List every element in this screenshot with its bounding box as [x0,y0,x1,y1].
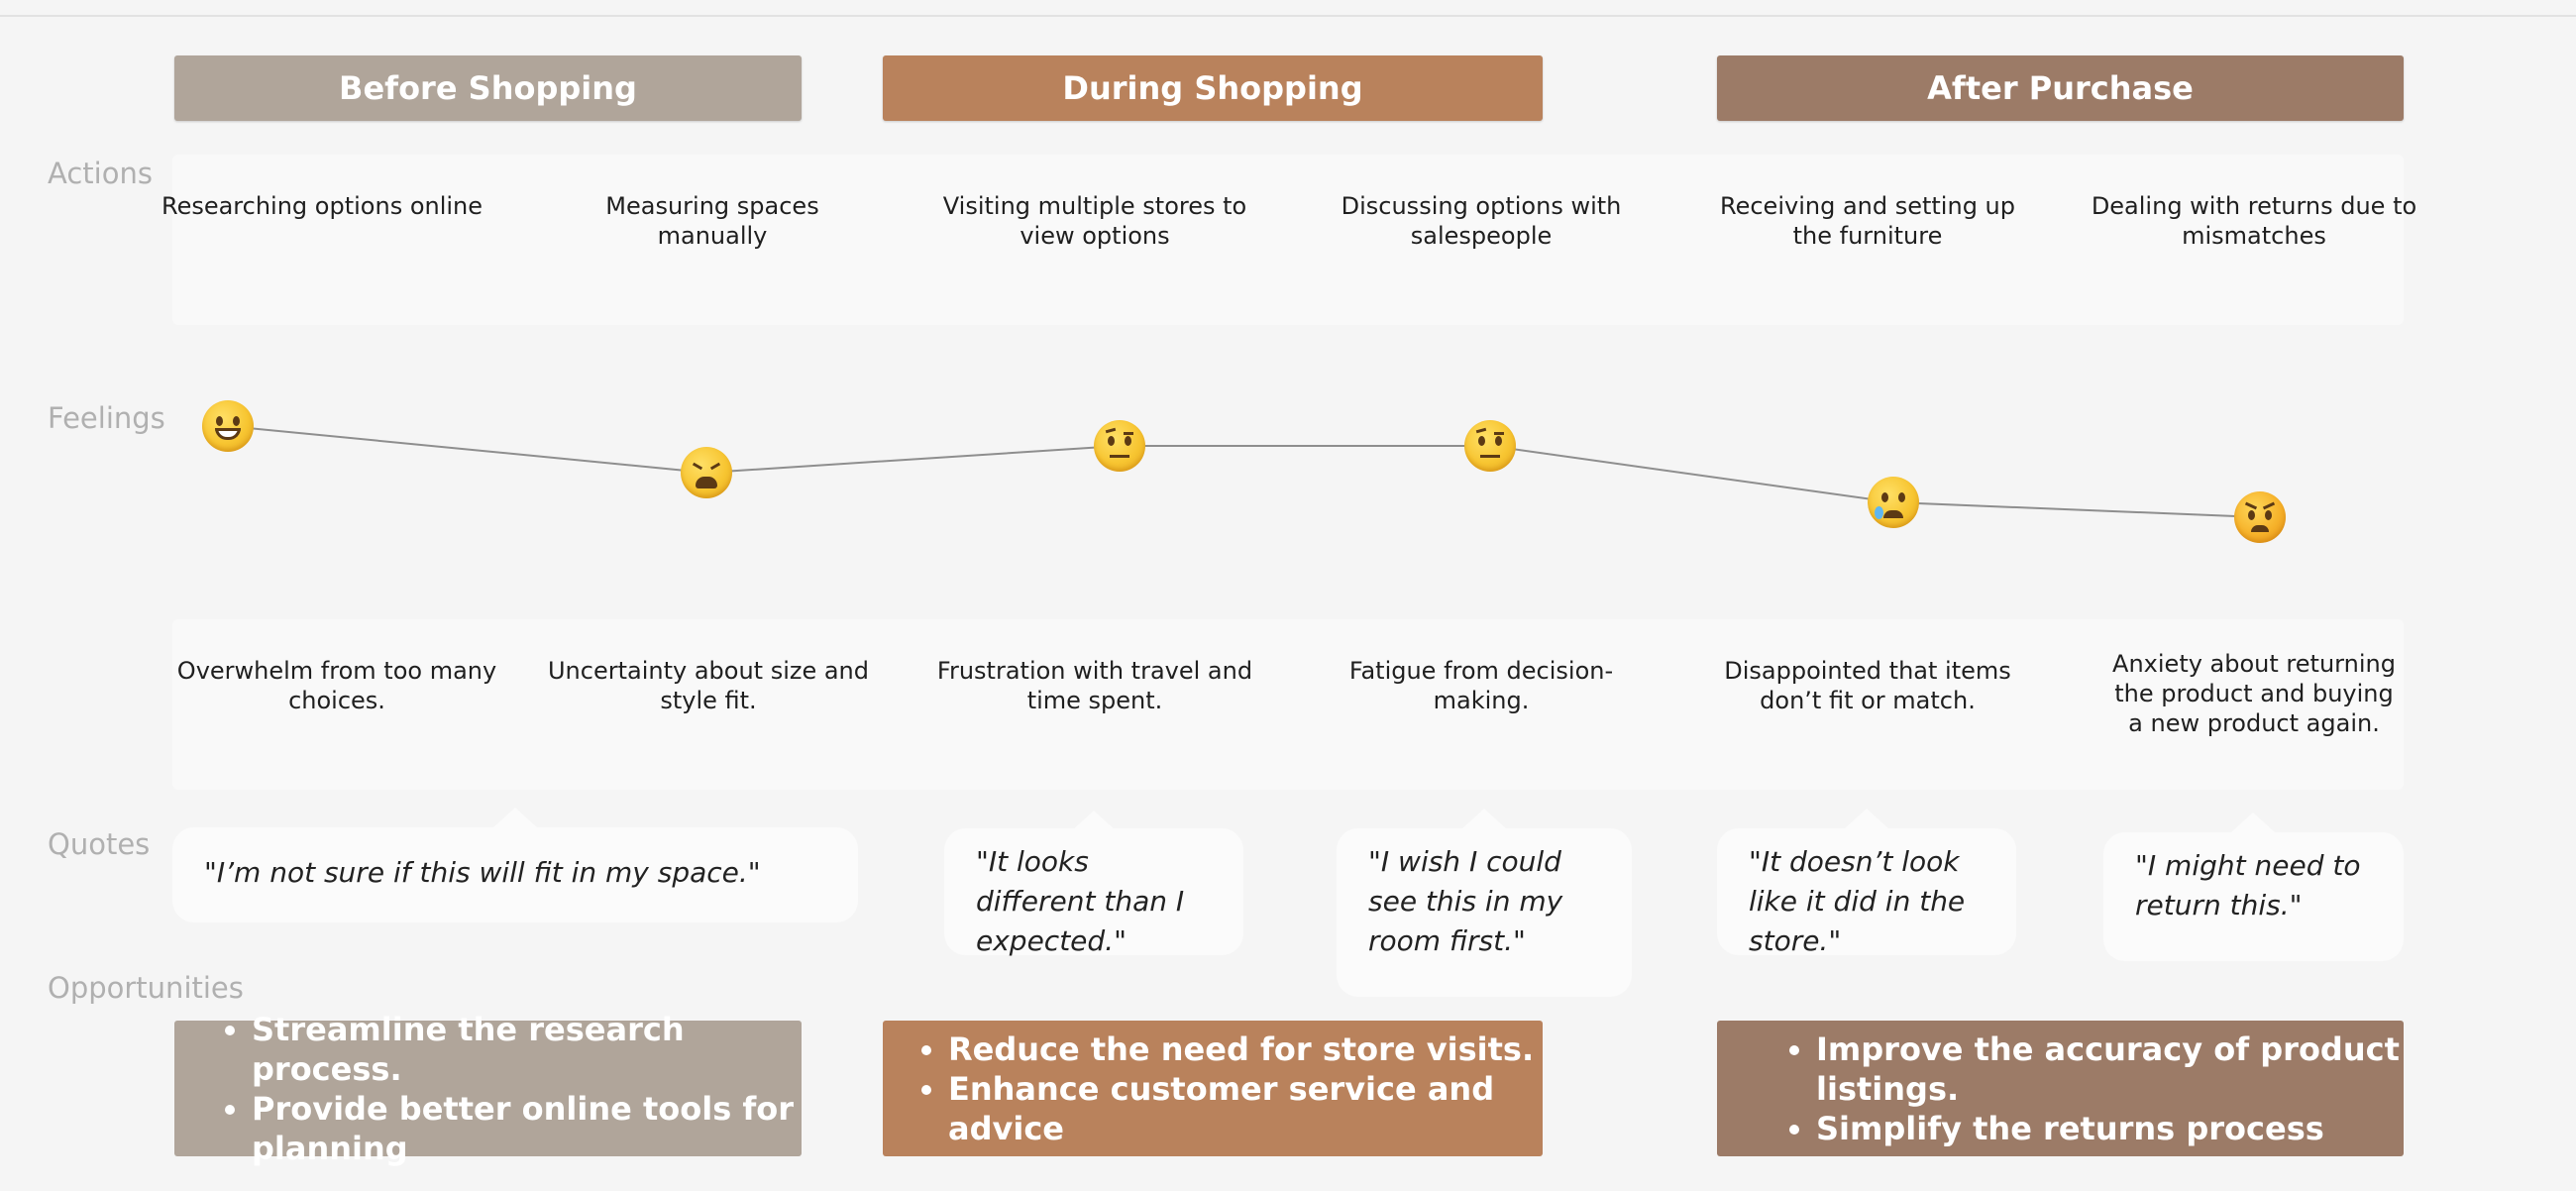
top-divider [0,15,2576,17]
quote-bubble: "I’m not sure if this will fit in my spa… [172,827,858,922]
quote-text: "I might need to return this." [2135,849,2361,921]
action-item: Visiting multiple stores to view options [942,192,1247,250]
face-with-raised-eyebrow-icon [1464,420,1516,472]
opportunity-box-before-shopping: Streamline the research process. Provide… [174,1011,802,1167]
feeling-item: Frustration with travel and time spent. [936,657,1253,714]
feelings-panel [172,619,2404,790]
quote-text: "It looks different than I expected." [976,845,1185,957]
angry-face-icon [2234,491,2286,543]
row-label-opportunities: Opportunities [48,971,244,1005]
opportunity-list: Streamline the research process. Provide… [174,1010,802,1168]
feeling-item: Overwhelm from too many choices. [176,657,497,714]
grinning-face-icon [202,400,254,452]
action-item: Discussing options with salespeople [1341,192,1622,250]
feeling-item: Uncertainty about size and style fit. [547,657,870,714]
opportunity-list: Improve the accuracy of product listings… [1717,1029,2404,1148]
opportunity-item: Enhance customer service and advice [948,1069,1543,1148]
opportunity-item: Streamline the research process. [252,1010,802,1089]
opportunity-item: Simplify the returns process [1816,1109,2404,1148]
quote-bubble: "It doesn’t look like it did in the stor… [1717,828,2016,957]
quote-bubble-tail [1845,809,1888,828]
face-with-raised-eyebrow-icon [1094,420,1145,472]
feeling-item: Fatigue from decision-making. [1348,657,1614,714]
quote-bubble-tail [2231,812,2275,832]
opportunity-item: Improve the accuracy of product listings… [1816,1029,2404,1109]
opportunity-item: Provide better online tools for planning [252,1089,802,1168]
opportunity-box-during-shopping: Reduce the need for store visits. Enhanc… [883,1021,1543,1156]
quote-text: "I’m not sure if this will fit in my spa… [204,856,761,889]
row-label-actions: Actions [48,157,153,190]
stage-during-shopping: During Shopping [883,55,1543,121]
tired-face-icon [681,447,732,498]
quote-bubble-tail [1072,811,1116,830]
stage-after-purchase: After Purchase [1717,55,2404,121]
actions-panel [172,155,2404,325]
quote-text: "I wish I could see this in my room firs… [1368,845,1563,957]
action-item: Researching options online [161,192,483,220]
action-item: Receiving and setting up the furniture [1720,192,2015,250]
quote-bubble-tail [493,808,537,827]
quote-bubble-tail [1462,809,1506,828]
feeling-item: Disappointed that items don’t fit or mat… [1724,657,2011,714]
quote-bubble: "It looks different than I expected." [944,828,1243,957]
row-label-feelings: Feelings [48,401,165,435]
action-item: Dealing with returns due to mismatches [2091,192,2417,250]
quote-text: "It doesn’t look like it did in the stor… [1749,845,1966,957]
crying-face-icon [1868,477,1919,528]
feeling-item: Anxiety about returning the product and … [2112,650,2396,737]
opportunity-box-after-purchase: Improve the accuracy of product listings… [1717,1021,2404,1156]
stage-before-shopping: Before Shopping [174,55,802,121]
opportunity-list: Reduce the need for store visits. Enhanc… [883,1029,1543,1148]
action-item: Measuring spaces manually [605,192,819,250]
quote-bubble: "I might need to return this." [2103,832,2404,961]
opportunity-item: Reduce the need for store visits. [948,1029,1543,1069]
quote-bubble: "I wish I could see this in my room firs… [1337,828,1632,997]
row-label-quotes: Quotes [48,827,151,861]
